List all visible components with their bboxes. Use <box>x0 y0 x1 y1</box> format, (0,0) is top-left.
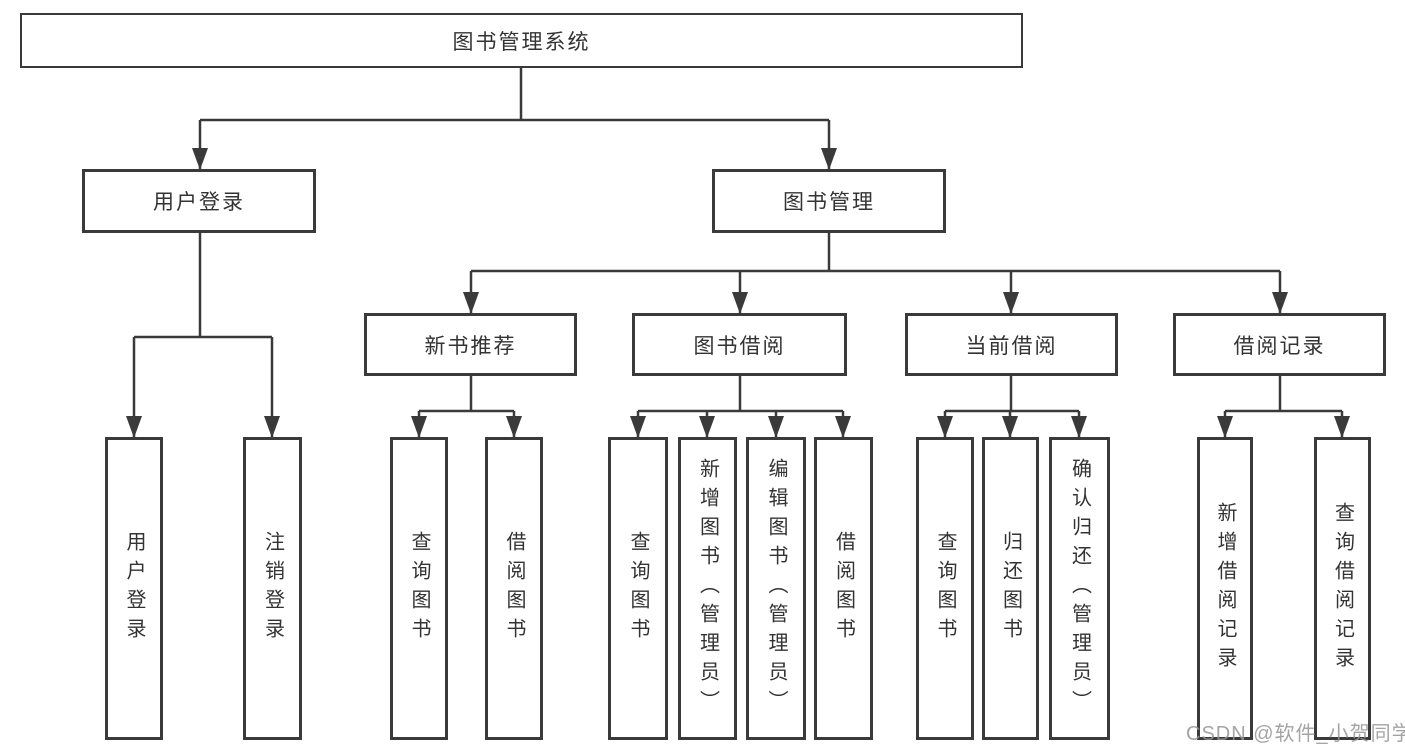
node-label: 注销登录 <box>261 530 284 647</box>
node-label: 新增借阅记录 <box>1214 501 1236 676</box>
node-label: 借阅记录 <box>1233 334 1326 358</box>
leaf-query-books-current: 查询图书 <box>916 437 974 740</box>
node-label: 归还图书 <box>999 530 1022 647</box>
csdn-watermark: CSDN @软件_小贺同学 <box>1186 723 1405 745</box>
node-label: 图书借阅 <box>693 334 786 358</box>
node-label: 当前借阅 <box>965 334 1058 358</box>
node-label: 查询图书 <box>408 530 430 647</box>
node-label: 查询借阅记录 <box>1331 501 1354 676</box>
node-label: 查询图书 <box>627 530 649 647</box>
leaf-logout: 注销登录 <box>243 437 302 740</box>
leaf-query-books-recommend: 查询图书 <box>390 437 448 740</box>
leaf-borrow-books-recommend: 借阅图书 <box>485 437 543 740</box>
leaf-query-books-borrowing: 查询图书 <box>608 437 668 740</box>
node-new-book-recommend: 新书推荐 <box>364 313 577 376</box>
node-library-management-system: 图书管理系统 <box>20 13 1023 68</box>
leaf-add-books-admin: 新增图书（管理员） <box>678 437 737 740</box>
node-book-borrowing: 图书借阅 <box>632 313 847 376</box>
node-borrowing-records: 借阅记录 <box>1173 313 1386 376</box>
leaf-user-login: 用户登录 <box>105 437 163 740</box>
leaf-confirm-return-admin: 确认归还（管理员） <box>1049 437 1110 740</box>
leaf-query-borrow-record: 查询借阅记录 <box>1314 437 1371 740</box>
leaf-return-books: 归还图书 <box>982 437 1039 740</box>
node-current-borrowing: 当前借阅 <box>905 313 1118 376</box>
leaf-borrow-books-borrowing: 借阅图书 <box>814 437 873 740</box>
leaf-add-borrow-record: 新增借阅记录 <box>1197 437 1253 740</box>
node-label: 借阅图书 <box>503 530 525 647</box>
node-label: 确认归还（管理员） <box>1068 458 1091 719</box>
node-book-management: 图书管理 <box>712 169 946 233</box>
node-label: 图书管理 <box>783 191 875 214</box>
node-label: 用户登录 <box>153 191 245 214</box>
node-label: 新增图书（管理员） <box>696 458 719 719</box>
node-user-login: 用户登录 <box>82 169 316 233</box>
leaf-edit-books-admin: 编辑图书（管理员） <box>746 437 806 740</box>
node-label: 用户登录 <box>123 530 145 647</box>
node-label: 借阅图书 <box>832 530 855 647</box>
node-label: 查询图书 <box>934 530 956 647</box>
node-label: 图书管理系统 <box>452 30 591 54</box>
node-label: 新书推荐 <box>424 334 517 358</box>
node-label: 编辑图书（管理员） <box>765 458 787 719</box>
